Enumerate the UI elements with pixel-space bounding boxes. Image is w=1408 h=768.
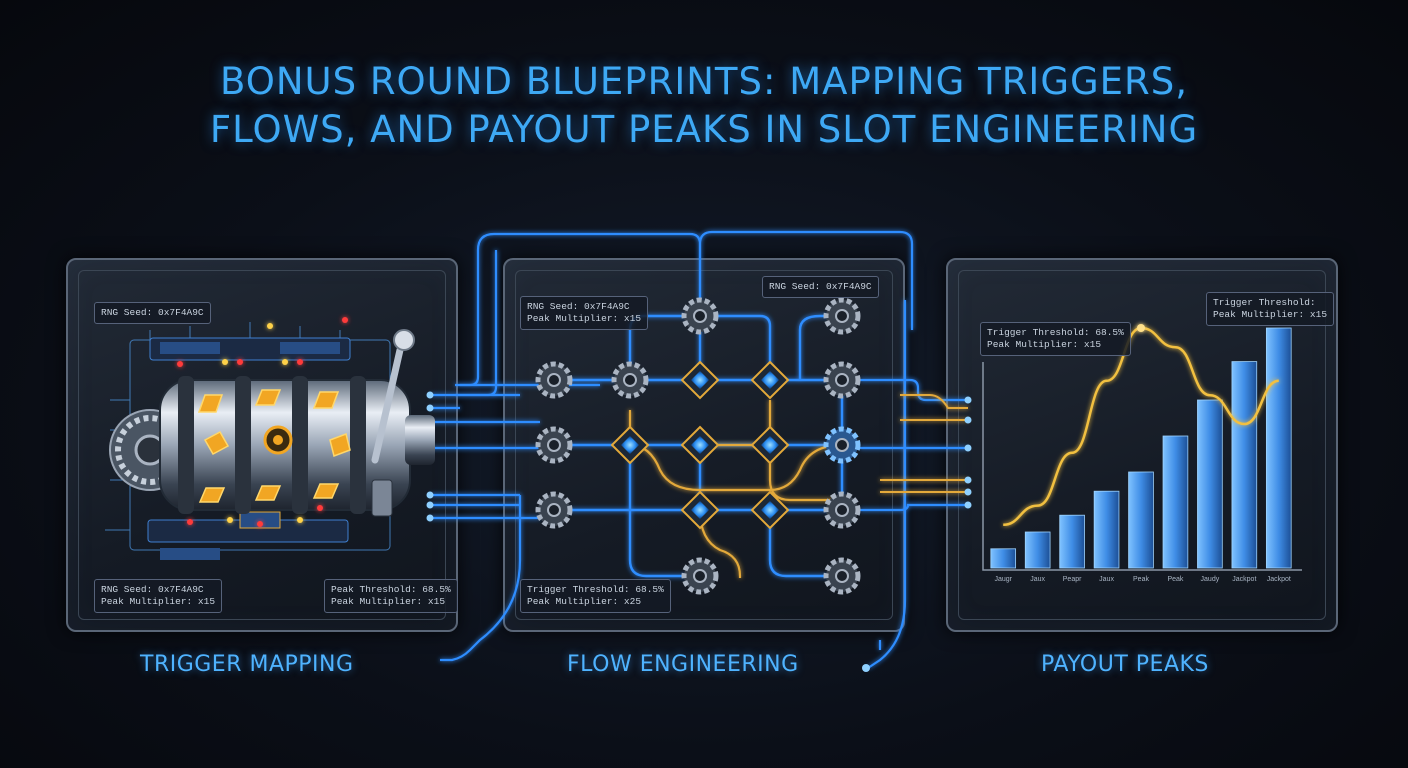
trigger-note-bl-line2: Peak Multiplier: x15 bbox=[101, 596, 216, 607]
payout-chart: Jaugr Jaux Peapr Jaux Peak Peak Jaudy Jackpot Ja… bbox=[982, 324, 1302, 583]
flow-note-tl-line1: RNG Seed: 0x7F4A9C bbox=[527, 301, 630, 312]
flow-network bbox=[535, 297, 861, 595]
gold-wires bbox=[880, 394, 968, 493]
page-title: BONUS ROUND BLUEPRINTS: MAPPING TRIGGERS… bbox=[0, 58, 1408, 154]
chart-bar bbox=[1093, 490, 1120, 569]
flow-note-top-right: RNG Seed: 0x7F4A9C bbox=[762, 276, 879, 298]
chart-tick-label: Jaux bbox=[1099, 576, 1114, 583]
payout-peaks-caption: PAYOUT PEAKS bbox=[1041, 652, 1209, 677]
payout-note-left: Trigger Threshold: 68.5% Peak Multiplier… bbox=[980, 322, 1131, 356]
chart-bar bbox=[990, 548, 1017, 569]
chart-tick-labels: Jaugr Jaux Peapr Jaux Peak Peak Jaudy Jackpot Ja… bbox=[994, 576, 1290, 583]
chart-bar bbox=[1024, 531, 1051, 569]
trigger-mapping-caption: TRIGGER MAPPING bbox=[140, 652, 354, 677]
chart-curve bbox=[1003, 326, 1280, 527]
flow-note-tl-line2: Peak Multiplier: x15 bbox=[527, 313, 642, 324]
flow-engineering-caption: FLOW ENGINEERING bbox=[567, 652, 799, 677]
flow-diamonds bbox=[610, 360, 790, 530]
chart-bars bbox=[990, 327, 1292, 569]
trigger-note-bottom-right: Peak Threshold: 68.5% Peak Multiplier: x… bbox=[324, 579, 458, 613]
title-line-1: BONUS ROUND BLUEPRINTS: MAPPING TRIGGERS… bbox=[219, 60, 1189, 103]
payout-note-l-line2: Peak Multiplier: x15 bbox=[987, 339, 1102, 350]
chart-bar bbox=[1128, 471, 1154, 569]
trigger-note-br-line1: Peak Threshold: 68.5% bbox=[331, 584, 451, 595]
chart-tick-label: Jackpot bbox=[1232, 576, 1256, 583]
payout-note-right: Trigger Threshold: Peak Multiplier: x15 bbox=[1206, 292, 1335, 326]
chart-bar bbox=[1265, 327, 1292, 569]
trigger-note-top: RNG Seed: 0x7F4A9C bbox=[94, 302, 211, 324]
trigger-note-top-text: RNG Seed: 0x7F4A9C bbox=[101, 307, 204, 318]
chart-tick-label: Jaux bbox=[1030, 576, 1045, 583]
title-line-2: FLOWS, AND PAYOUT PEAKS IN SLOT ENGINEER… bbox=[209, 108, 1199, 151]
chart-bar bbox=[1231, 361, 1258, 569]
flow-note-top-left: RNG Seed: 0x7F4A9C Peak Multiplier: x15 bbox=[520, 296, 649, 330]
chart-bar bbox=[1059, 514, 1085, 569]
flow-note-b-line1: Trigger Threshold: 68.5% bbox=[527, 584, 664, 595]
chart-tick-label: Peak bbox=[1133, 576, 1149, 583]
chart-tick-label: Peak bbox=[1167, 576, 1183, 583]
chart-tick-label: Jackpot bbox=[1267, 576, 1291, 583]
chart-tick-label: Jaudy bbox=[1201, 576, 1220, 583]
flow-note-bottom: Trigger Threshold: 68.5% Peak Multiplier… bbox=[520, 579, 671, 613]
connector-wires bbox=[430, 230, 968, 669]
curve-peak-marker bbox=[1137, 324, 1145, 332]
chart-tick-label: Peapr bbox=[1063, 576, 1082, 583]
flow-gears bbox=[535, 297, 861, 595]
flow-note-b-line2: Peak Multiplier: x25 bbox=[527, 596, 642, 607]
slot-machine-icon bbox=[105, 317, 435, 560]
payout-note-r-line2: Peak Multiplier: x15 bbox=[1213, 309, 1328, 320]
trigger-note-bl-line1: RNG Seed: 0x7F4A9C bbox=[101, 584, 204, 595]
chart-bar bbox=[1197, 399, 1223, 569]
trigger-note-bottom-left: RNG Seed: 0x7F4A9C Peak Multiplier: x15 bbox=[94, 579, 223, 613]
chart-tick-label: Jaugr bbox=[994, 576, 1012, 583]
trigger-note-br-line2: Peak Multiplier: x15 bbox=[331, 596, 446, 607]
payout-note-r-line1: Trigger Threshold: bbox=[1213, 297, 1316, 308]
chart-bar bbox=[1162, 435, 1189, 569]
payout-note-l-line1: Trigger Threshold: 68.5% bbox=[987, 327, 1124, 338]
flow-note-tr-text: RNG Seed: 0x7F4A9C bbox=[769, 281, 872, 292]
